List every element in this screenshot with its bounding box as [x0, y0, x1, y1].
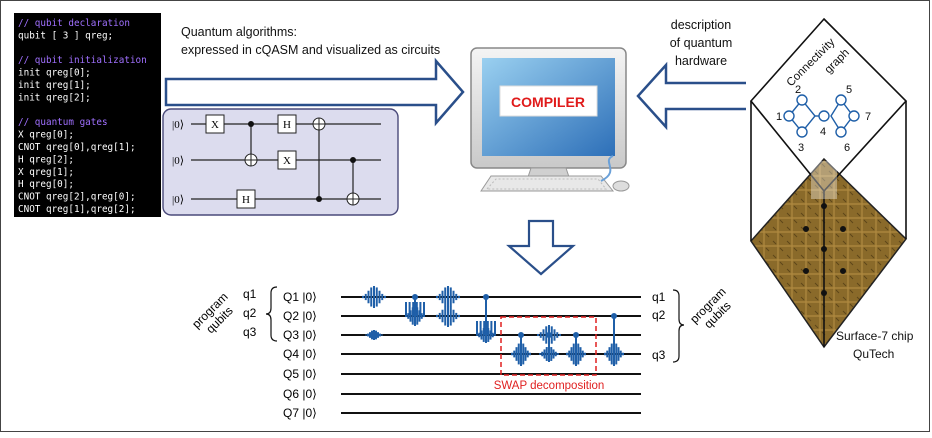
compiled-circuit: q1 q2 q3 program qubits Q1 |0⟩Q2 |0⟩Q3 |… — [189, 285, 734, 420]
h-gate-q0-label: H — [283, 119, 291, 131]
cnot-control-dot — [248, 121, 254, 127]
h-gate-q2-label: H — [242, 194, 250, 206]
graph-node-label: 3 — [798, 142, 804, 154]
arrow-down-icon — [506, 219, 576, 276]
left-qubit-label: q1 — [243, 287, 257, 301]
algorithms-title: Quantum algorithms: — [181, 25, 297, 39]
graph-node — [783, 110, 795, 122]
control-dot — [483, 294, 489, 300]
physical-qubit-label: Q6 |0⟩ — [283, 387, 317, 401]
code-line: init qreg[1]; — [18, 80, 91, 91]
cnot-control-dot — [316, 196, 322, 202]
hardware-desc-line1: description — [671, 18, 731, 32]
x-gate-q1-label: X — [283, 155, 291, 167]
code-line: init qreg[0]; — [18, 68, 91, 79]
graph-node — [796, 94, 808, 106]
x-gate-q0-label: X — [211, 119, 219, 131]
hardware-chip: 1 2 3 4 5 6 7 Connectivity graph Surface… — [749, 17, 914, 361]
physical-qubit-label: Q1 |0⟩ — [283, 290, 317, 304]
graph-node — [796, 126, 808, 138]
control-dot — [412, 294, 418, 300]
code-line: // qubit declaration — [18, 18, 130, 29]
graph-node-label: 4 — [820, 126, 826, 138]
code-line: CNOT qreg[1],qreg[2]; — [18, 204, 136, 215]
code-line: // qubit initialization — [18, 55, 147, 66]
pulse — [365, 330, 383, 340]
left-qubit-label: q2 — [243, 306, 257, 320]
physical-qubit-label: Q4 |0⟩ — [283, 347, 317, 361]
small-circuit-panel: |0⟩ |0⟩ |0⟩ X H X H — [162, 108, 399, 216]
code-line: // quantum gates — [18, 117, 108, 128]
control-dot — [518, 332, 524, 338]
ket-0-row2: |0⟩ — [172, 155, 184, 167]
code-line: qubit [ 3 ] qreg; — [18, 30, 113, 41]
control-dot — [546, 332, 552, 338]
swap-label: SWAP decomposition — [494, 380, 605, 392]
hardware-desc-line2: of quantum — [670, 36, 733, 50]
control-dot — [573, 332, 579, 338]
pulse — [362, 286, 386, 308]
graph-node-label: 7 — [865, 111, 871, 123]
x-gate-q0 — [205, 114, 225, 134]
physical-qubit-label: Q3 |0⟩ — [283, 328, 317, 342]
ket-0-row1: |0⟩ — [172, 119, 184, 131]
physical-qubit-label: Q2 |0⟩ — [283, 309, 317, 323]
computer-icon: COMPILER — [470, 47, 630, 192]
graph-node — [835, 94, 847, 106]
physical-qubit-label: Q5 |0⟩ — [283, 367, 317, 381]
right-qubit-label: q2 — [652, 308, 666, 322]
code-line: X qreg[1]; — [18, 167, 74, 178]
pulse — [436, 286, 460, 308]
algorithms-subtitle: expressed in cQASM and visualized as cir… — [181, 43, 440, 57]
right-qubit-label: q3 — [652, 348, 666, 362]
ket-0-row3: |0⟩ — [172, 194, 184, 206]
chip-label: Surface-7 chip — [836, 329, 914, 343]
graph-node — [835, 126, 847, 138]
graph-node-label: 2 — [795, 84, 801, 96]
graph-node-label: 5 — [846, 84, 852, 96]
graph-node — [848, 110, 860, 122]
x-gate-q1 — [277, 150, 297, 170]
pulse — [436, 305, 460, 327]
graph-node-label: 1 — [776, 111, 782, 123]
control-dot — [611, 313, 617, 319]
graph-node — [818, 110, 830, 122]
hardware-desc-line3: hardware — [675, 54, 727, 68]
cnot-control-dot — [350, 157, 356, 163]
physical-qubit-label: Q7 |0⟩ — [283, 406, 317, 420]
right-brace — [672, 289, 685, 363]
h-gate-q0 — [277, 114, 297, 134]
code-line: init qreg[2]; — [18, 92, 91, 103]
arrow-right-icon — [164, 57, 465, 127]
right-qubit-label: q1 — [652, 290, 666, 304]
chip-vendor: QuTech — [853, 347, 894, 361]
code-line: H qreg[0]; — [18, 179, 74, 190]
compiler-label: COMPILER — [511, 94, 585, 110]
swap-decomposition-box — [500, 316, 597, 376]
code-line: CNOT qreg[0],qreg[1]; — [18, 142, 136, 153]
arrow-left-icon — [636, 61, 746, 131]
code-line: CNOT qreg[2],qreg[0]; — [18, 192, 136, 203]
graph-node-label: 6 — [844, 142, 850, 154]
left-brace — [265, 286, 278, 342]
h-gate-q2 — [236, 189, 256, 209]
code-line: X qreg[0]; — [18, 130, 74, 141]
code-line: H qreg[2]; — [18, 154, 74, 165]
left-qubit-label: q3 — [243, 325, 257, 339]
